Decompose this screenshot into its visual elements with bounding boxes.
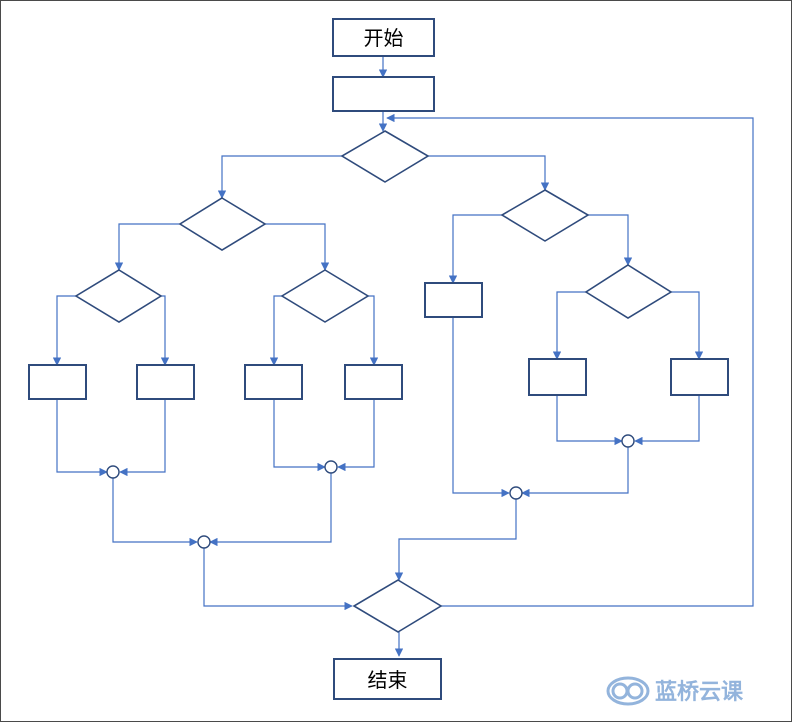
junction-4 — [621, 434, 635, 448]
connector-junction4-to-junction5 — [521, 447, 629, 498]
process-box-main — [332, 76, 435, 112]
process-box-4 — [344, 364, 403, 400]
process-box-2 — [136, 364, 195, 400]
connector-lmid-left — [114, 223, 180, 271]
junction-1 — [106, 465, 120, 479]
decision-left-mid — [178, 197, 267, 251]
end-box — [333, 658, 442, 700]
connector-box5-to-junction5 — [452, 317, 510, 498]
connector-box2-to-junction1 — [119, 399, 166, 477]
connector-rmid-right — [588, 214, 633, 266]
connector-top-right — [428, 155, 550, 191]
connector-box4-to-junction2 — [337, 399, 375, 472]
decision-bottom — [352, 579, 443, 633]
process-box-1 — [28, 364, 87, 400]
junction-3 — [197, 535, 211, 549]
connector-box6-to-junction4 — [556, 395, 623, 446]
decision-right-mid — [500, 189, 590, 242]
blue-cloud-logo-icon — [606, 676, 650, 706]
connector-rmid-left — [448, 214, 502, 284]
connector-junction2-to-junction3 — [209, 473, 332, 547]
process-box-3 — [244, 364, 303, 400]
start-label: 开始 — [364, 26, 404, 50]
connector-rr-left — [552, 291, 586, 360]
connector-rr-right — [671, 291, 704, 360]
connector-lmid-right — [265, 223, 330, 271]
connector-ll-left — [52, 295, 76, 366]
decision-left-left — [74, 269, 163, 323]
connector-top-left — [217, 155, 342, 199]
process-box-7 — [670, 358, 729, 396]
connector-junction1-to-junction3 — [112, 478, 198, 547]
process-box-5 — [424, 282, 483, 318]
decision-right-right — [584, 264, 673, 319]
junction-2 — [324, 460, 338, 474]
connector-junction3-to-bottom-decision — [203, 548, 353, 611]
start-box — [332, 18, 435, 57]
connector-box1-to-junction1 — [56, 399, 108, 477]
connector-box3-to-junction2 — [273, 399, 326, 472]
decision-left-right — [280, 269, 370, 323]
connector-box7-to-junction4 — [634, 395, 700, 446]
connector-lr-left — [269, 295, 282, 366]
connector-junction5-to-bottom-decision — [394, 499, 517, 581]
decision-top — [340, 130, 430, 183]
process-box-6 — [528, 358, 587, 396]
end-label: 结束 — [368, 668, 408, 692]
watermark-text: 蓝桥云课 — [655, 679, 744, 705]
connector-lr-right — [368, 295, 379, 366]
watermark: 蓝桥云课 — [606, 676, 744, 706]
connector-loop-back — [386, 113, 754, 607]
junction-5 — [509, 486, 523, 500]
connector-ll-right — [160, 295, 170, 366]
